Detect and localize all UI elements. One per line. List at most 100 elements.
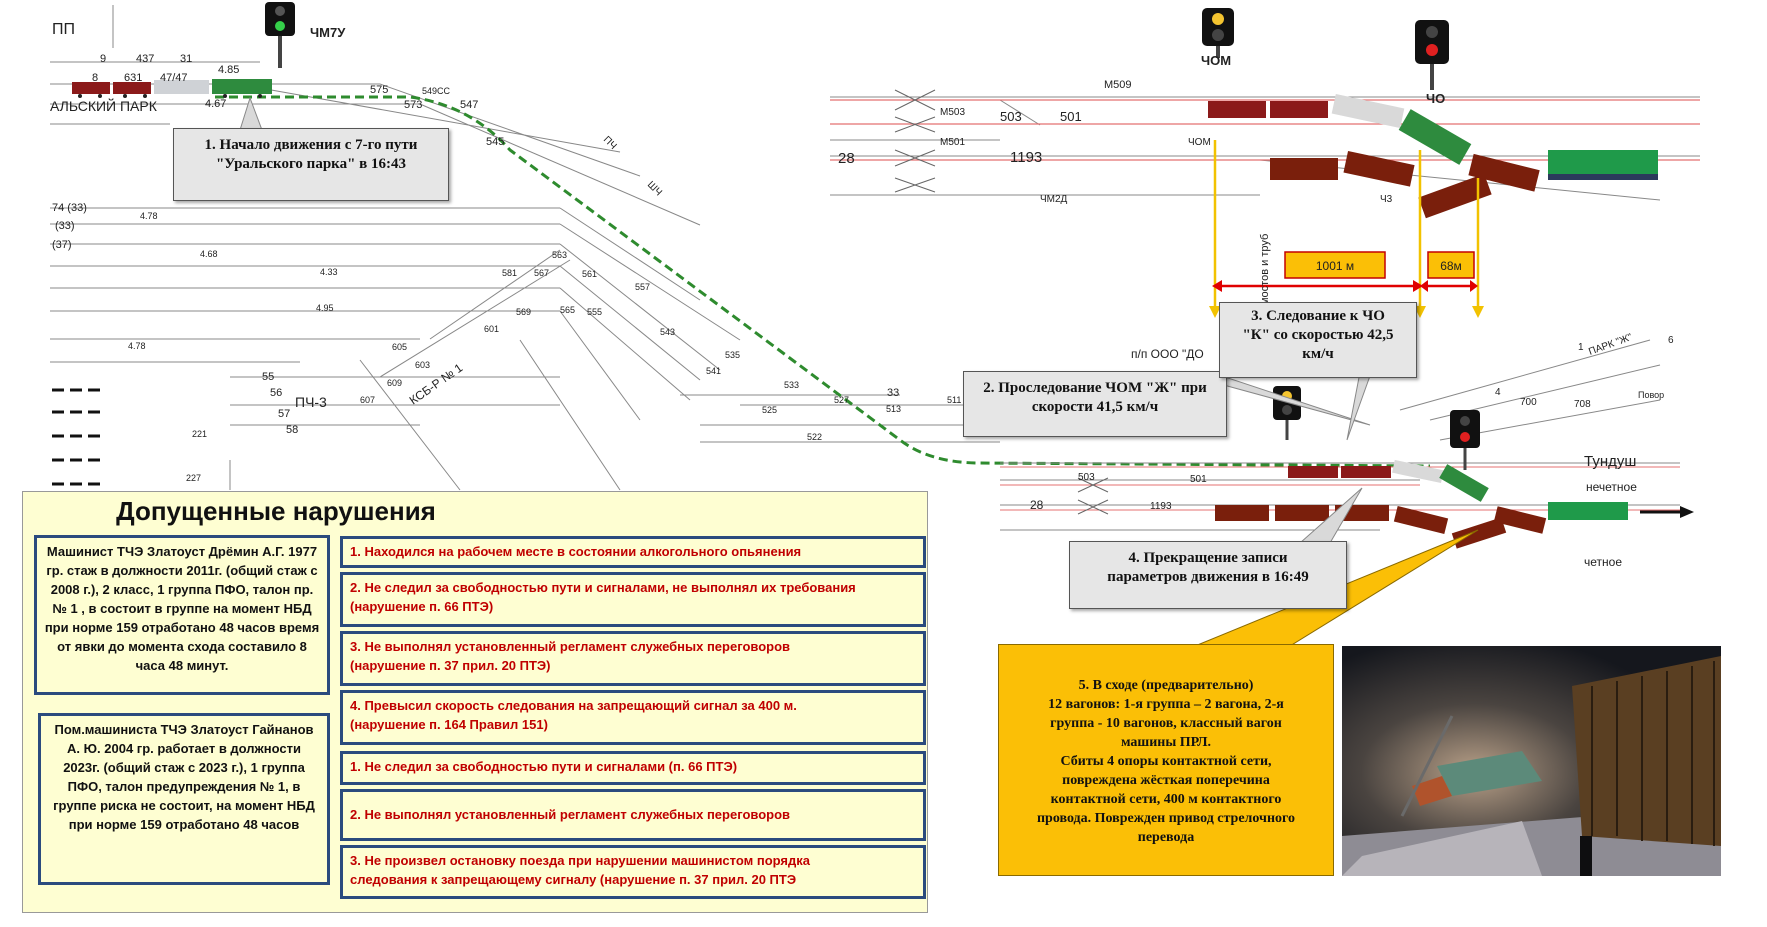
callout-cho-line3: км/ч bbox=[1302, 346, 1334, 362]
derail-line-1: 5. В сходе (предварительно) bbox=[1078, 678, 1254, 693]
violation-driver-2-ref: (нарушение п. 66 ПТЭ) bbox=[350, 599, 494, 614]
violation-driver-1-text: 1. Находился на рабочем месте в состояни… bbox=[350, 544, 802, 559]
track-468: 4.68 bbox=[200, 249, 218, 259]
track-6: 6 bbox=[1668, 335, 1674, 346]
driver-info: Машинист ТЧЭ Златоуст Дрёмин А.Г. 1977 г… bbox=[34, 535, 330, 695]
derail-line-2: 12 вагонов: 1-я группа – 2 вагона, 2-я bbox=[1048, 697, 1284, 712]
violation-driver-2-text: 2. Не следил за свободностью пути и сигн… bbox=[350, 580, 856, 595]
label-chm2d: ЧМ2Д bbox=[1040, 194, 1068, 205]
track-549: 549СС bbox=[422, 86, 451, 96]
violation-driver-4-text: 4. Превысил скорость следования на запре… bbox=[350, 698, 797, 713]
distance-68: 68м bbox=[1440, 259, 1462, 273]
track-525: 525 bbox=[762, 405, 777, 415]
derail-line-4: машины ПРЛ. bbox=[1120, 735, 1212, 750]
track-58: 58 bbox=[286, 424, 298, 436]
label-park-zh: ПАРК "Ж" bbox=[1587, 332, 1634, 358]
label-shch: ШЧ bbox=[645, 179, 664, 198]
label-chom: ЧОМ bbox=[1201, 53, 1231, 68]
track-8: 8 bbox=[92, 72, 98, 84]
label-even: четное bbox=[1584, 555, 1622, 569]
track-569: 569 bbox=[516, 307, 531, 317]
track-607: 607 bbox=[360, 395, 375, 405]
track-437: 437 bbox=[136, 53, 154, 65]
track-433: 4.33 bbox=[320, 267, 338, 277]
derailment-summary: 5. В сходе (предварительно) 12 вагонов: … bbox=[998, 644, 1334, 876]
violation-assistant-1: 1. Не следил за свободностью пути и сигн… bbox=[340, 751, 926, 785]
track-631: 631 bbox=[124, 72, 142, 84]
crossing-marks bbox=[894, 89, 1109, 515]
upper-train-wreck bbox=[1208, 93, 1658, 219]
lower-train-wreck bbox=[1215, 459, 1694, 549]
track-37: (37) bbox=[52, 239, 72, 251]
violation-assistant-3-text: 3. Не произвел остановку поезда при нару… bbox=[350, 853, 810, 868]
track-1: 1 bbox=[1578, 342, 1584, 353]
callout-record-line1: 4. Прекращение записи bbox=[1128, 550, 1288, 566]
track-501: 501 bbox=[1060, 109, 1082, 124]
signal-chm7u bbox=[265, 2, 295, 68]
assistant-info: Пом.машиниста ТЧЭ Златоуст Гайнанов А. Ю… bbox=[38, 713, 330, 885]
dash-marks bbox=[52, 388, 100, 486]
label-bridges: мостов и труб bbox=[1259, 234, 1271, 305]
track-527: 527 bbox=[834, 395, 849, 405]
left-train bbox=[72, 79, 272, 98]
label-m503: М503 bbox=[940, 107, 965, 118]
signal-cho-lower bbox=[1450, 410, 1480, 470]
callout-cho-line2: "К" со скоростью 42,5 bbox=[1242, 327, 1394, 343]
track-567: 567 bbox=[534, 268, 549, 278]
track-609: 609 bbox=[387, 378, 402, 388]
track-33: (33) bbox=[55, 220, 75, 232]
track-31: 31 bbox=[180, 53, 192, 65]
track-33b: 33 bbox=[887, 387, 899, 399]
track-503b: 503 bbox=[1078, 472, 1095, 483]
callout-start: 1. Начало движения с 7-го пути "Уральско… bbox=[173, 128, 449, 201]
label-pch3: ПЧ-3 bbox=[295, 394, 327, 410]
callout-start-line2: "Уральского парка" в 16:43 bbox=[215, 156, 407, 172]
track-labels: ПП АЛЬСКИЙ ПАРК ЧМ7У ЧОМ ЧО Тундуш нечет… bbox=[50, 21, 1674, 569]
track-535: 535 bbox=[725, 350, 740, 360]
track-467: 4.67 bbox=[205, 98, 226, 110]
callout-cho-approach: 3. Следование к ЧО "К" со скоростью 42,5… bbox=[1219, 302, 1417, 378]
track-55: 55 bbox=[262, 371, 274, 383]
label-cho: ЧО bbox=[1426, 91, 1445, 106]
track-513: 513 bbox=[886, 404, 901, 414]
derail-line-9: перевода bbox=[1137, 830, 1195, 845]
track-221: 221 bbox=[192, 429, 207, 439]
label-ch3: Ч3 bbox=[1380, 194, 1393, 205]
violation-assistant-2-text: 2. Не выполнял установленный регламент с… bbox=[350, 807, 791, 822]
track-605: 605 bbox=[392, 342, 407, 352]
track-543: 543 bbox=[660, 327, 675, 337]
label-park: АЛЬСКИЙ ПАРК bbox=[50, 97, 158, 114]
signal-chom bbox=[1202, 8, 1234, 58]
track-56: 56 bbox=[270, 387, 282, 399]
track-575: 575 bbox=[370, 84, 388, 96]
violation-driver-4-ref: (нарушение п. 164 Правил 151) bbox=[350, 717, 548, 732]
track-557: 557 bbox=[635, 282, 650, 292]
track-522: 522 bbox=[807, 432, 822, 442]
train-route-line bbox=[215, 95, 1431, 468]
track-581: 581 bbox=[502, 268, 517, 278]
track-501b: 501 bbox=[1190, 474, 1207, 485]
track-541: 541 bbox=[706, 366, 721, 376]
violation-driver-3-ref: (нарушение п. 37 прил. 20 ПТЭ) bbox=[350, 658, 551, 673]
track-700: 700 bbox=[1520, 397, 1537, 408]
violation-driver-4: 4. Превысил скорость следования на запре… bbox=[340, 690, 926, 745]
distance-1001: 1001 м bbox=[1316, 259, 1354, 273]
track-601: 601 bbox=[484, 324, 499, 334]
violation-assistant-3-ref: следования к запрещающему сигналу (наруш… bbox=[350, 872, 797, 887]
track-561: 561 bbox=[582, 269, 597, 279]
label-m509: М509 bbox=[1104, 79, 1132, 91]
track-565: 565 bbox=[560, 305, 575, 315]
label-chm7u: ЧМ7У bbox=[310, 25, 346, 40]
label-tundush: Тундуш bbox=[1584, 453, 1636, 470]
callout-chom-pass: 2. Проследование ЧОМ "Ж" при скорости 41… bbox=[963, 371, 1227, 437]
label-povor: Повор bbox=[1638, 390, 1664, 400]
violations-panel: Допущенные нарушения Машинист ТЧЭ Златоу… bbox=[22, 491, 928, 913]
track-495: 4.95 bbox=[316, 303, 334, 313]
track-555: 555 bbox=[587, 307, 602, 317]
track-573: 573 bbox=[404, 99, 422, 111]
distance-markers: 1001 м 68м bbox=[1209, 140, 1484, 318]
track-563: 563 bbox=[552, 250, 567, 260]
track-533: 533 bbox=[784, 380, 799, 390]
callout-cho-line1: 3. Следование к ЧО bbox=[1251, 308, 1385, 324]
derailment-photo bbox=[1342, 646, 1721, 876]
